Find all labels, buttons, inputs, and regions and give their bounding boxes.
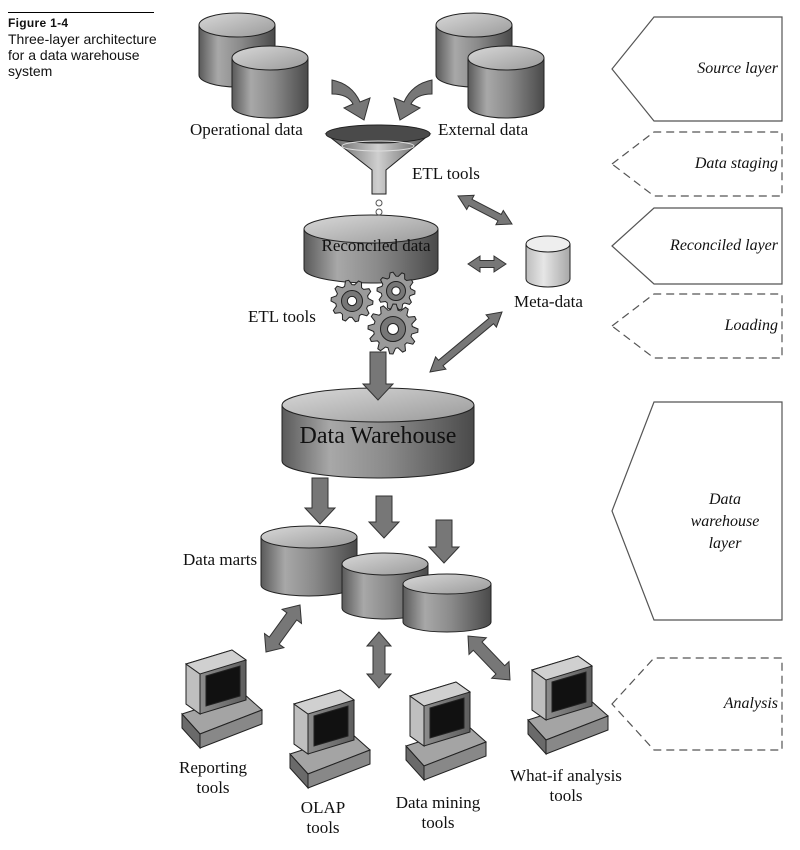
caption-rule bbox=[8, 12, 154, 13]
label-data-marts: Data marts bbox=[183, 550, 258, 569]
label-reconciled-data: Reconciled data bbox=[321, 236, 431, 255]
label-etl-tools-loading: ETL tools bbox=[248, 307, 316, 326]
arrow-warehouse-to-mart-2 bbox=[367, 495, 401, 539]
layer-label: Data staging bbox=[694, 155, 778, 172]
label-etl-tools-staging: ETL tools bbox=[412, 164, 480, 183]
caption-text: Three-layer architecture for a data ware… bbox=[8, 31, 157, 79]
label-olap-tools: OLAP tools bbox=[300, 798, 346, 837]
figure-caption: Figure 1-4 Three-layer architecture for … bbox=[8, 12, 158, 79]
computer-icon bbox=[289, 689, 371, 790]
arrow-reconciled-metadata bbox=[467, 255, 507, 273]
computer-icon bbox=[181, 649, 263, 750]
arrow-marts-mining bbox=[467, 635, 511, 681]
layer-tag-analysis bbox=[611, 657, 783, 751]
source-cylinder-front-left bbox=[231, 45, 309, 119]
arrow-warehouse-to-mart-3 bbox=[427, 519, 461, 564]
etl-funnel bbox=[324, 124, 432, 216]
label-meta-data: Meta-data bbox=[514, 292, 583, 311]
label-reporting-tools: Reporting tools bbox=[179, 758, 247, 797]
arrow-marts-olap bbox=[365, 631, 393, 689]
data-warehouse-cylinder bbox=[281, 387, 475, 479]
figure-label: Figure 1-4 bbox=[8, 16, 69, 30]
layer-label: Source layer bbox=[697, 60, 778, 77]
data-mart-cylinder-3 bbox=[402, 573, 492, 633]
layer-tag-data-warehouse-layer bbox=[611, 401, 783, 621]
arrow-metadata-warehouse bbox=[429, 311, 503, 373]
computer-icon bbox=[405, 681, 487, 782]
gear-icon bbox=[330, 279, 374, 323]
arrow-etl-metadata bbox=[457, 194, 513, 226]
label-operational-data: Operational data bbox=[190, 120, 303, 139]
layer-label: Reconciled layer bbox=[670, 237, 778, 254]
layer-tag-data-staging bbox=[611, 131, 783, 197]
arrow-warehouse-to-mart-1 bbox=[303, 477, 337, 525]
label-data-mining-tools: Data mining tools bbox=[395, 793, 481, 832]
data-mart-cylinder-1 bbox=[260, 525, 358, 597]
arrow-operational-to-etl bbox=[331, 79, 371, 121]
label-external-data: External data bbox=[438, 120, 529, 139]
gear-icon bbox=[367, 303, 419, 355]
reconciled-data-cylinder bbox=[303, 214, 439, 284]
arrow-external-to-etl bbox=[393, 79, 433, 121]
arrow-etl-to-warehouse bbox=[361, 351, 395, 401]
layer-label: Loading bbox=[724, 317, 778, 334]
layer-label: Analysis bbox=[723, 695, 778, 712]
meta-data-cylinder bbox=[525, 235, 571, 288]
layer-label: Data warehouse layer bbox=[690, 491, 760, 552]
label-data-warehouse: Data Warehouse bbox=[299, 423, 457, 449]
layer-tag-reconciled-layer bbox=[611, 207, 783, 285]
gear-icon bbox=[376, 271, 416, 311]
label-what-if-analysis-tools: What-if analysis tools bbox=[510, 766, 622, 805]
layer-tag-loading bbox=[611, 293, 783, 359]
source-cylinder-front-right bbox=[467, 45, 545, 119]
layer-tag-source-layer bbox=[611, 16, 783, 122]
computer-icon bbox=[527, 655, 609, 756]
arrow-marts-reporting bbox=[263, 604, 303, 653]
